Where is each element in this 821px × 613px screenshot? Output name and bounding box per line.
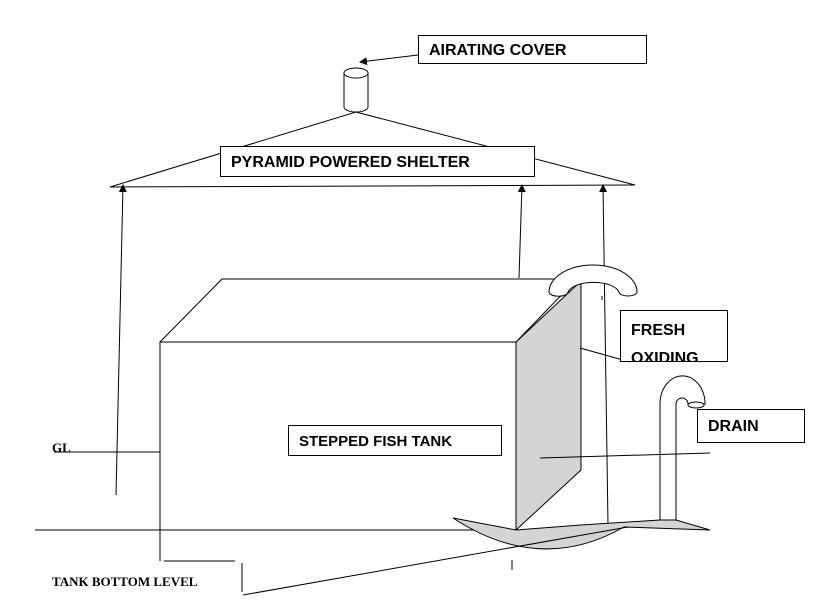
drain-pipe <box>659 375 706 521</box>
tank-top-face <box>159 278 579 343</box>
fresh-text: FRESH <box>631 322 686 339</box>
fresh-inlet-pipe <box>548 264 638 297</box>
drain-pipe-opening <box>687 401 705 409</box>
tank-text: STEPPED FISH TANK <box>299 433 453 450</box>
support-arrow-middle <box>517 184 526 279</box>
tank-label: STEPPED FISH TANK <box>288 425 502 456</box>
shelter-text: PYRAMID POWERED SHELTER <box>231 154 470 171</box>
tank-bottom-level-label: TANK BOTTOM LEVEL <box>52 574 198 589</box>
airating-cover-cylinder <box>343 67 369 113</box>
support-arrow-left <box>115 184 127 496</box>
gl-label: GL <box>52 440 71 455</box>
airating-cover-arrow <box>359 54 419 66</box>
bottom-drain-channel <box>452 517 711 550</box>
oxiding-text: OXIDING <box>631 350 699 362</box>
shelter-label: PYRAMID POWERED SHELTER <box>220 146 535 177</box>
drain-label: DRAIN <box>697 409 805 443</box>
pyramid-roof <box>109 111 636 188</box>
fresh-oxiding-label: FRESH OXIDING <box>620 310 728 362</box>
bottom-pointer-line <box>242 526 629 596</box>
airating-cover-label: AIRATING COVER <box>418 35 647 64</box>
drain-text: DRAIN <box>708 418 759 435</box>
airating-cover-text: AIRATING COVER <box>429 42 567 59</box>
pyramid-base-line <box>109 184 636 188</box>
drain-pointer-line <box>539 452 711 459</box>
